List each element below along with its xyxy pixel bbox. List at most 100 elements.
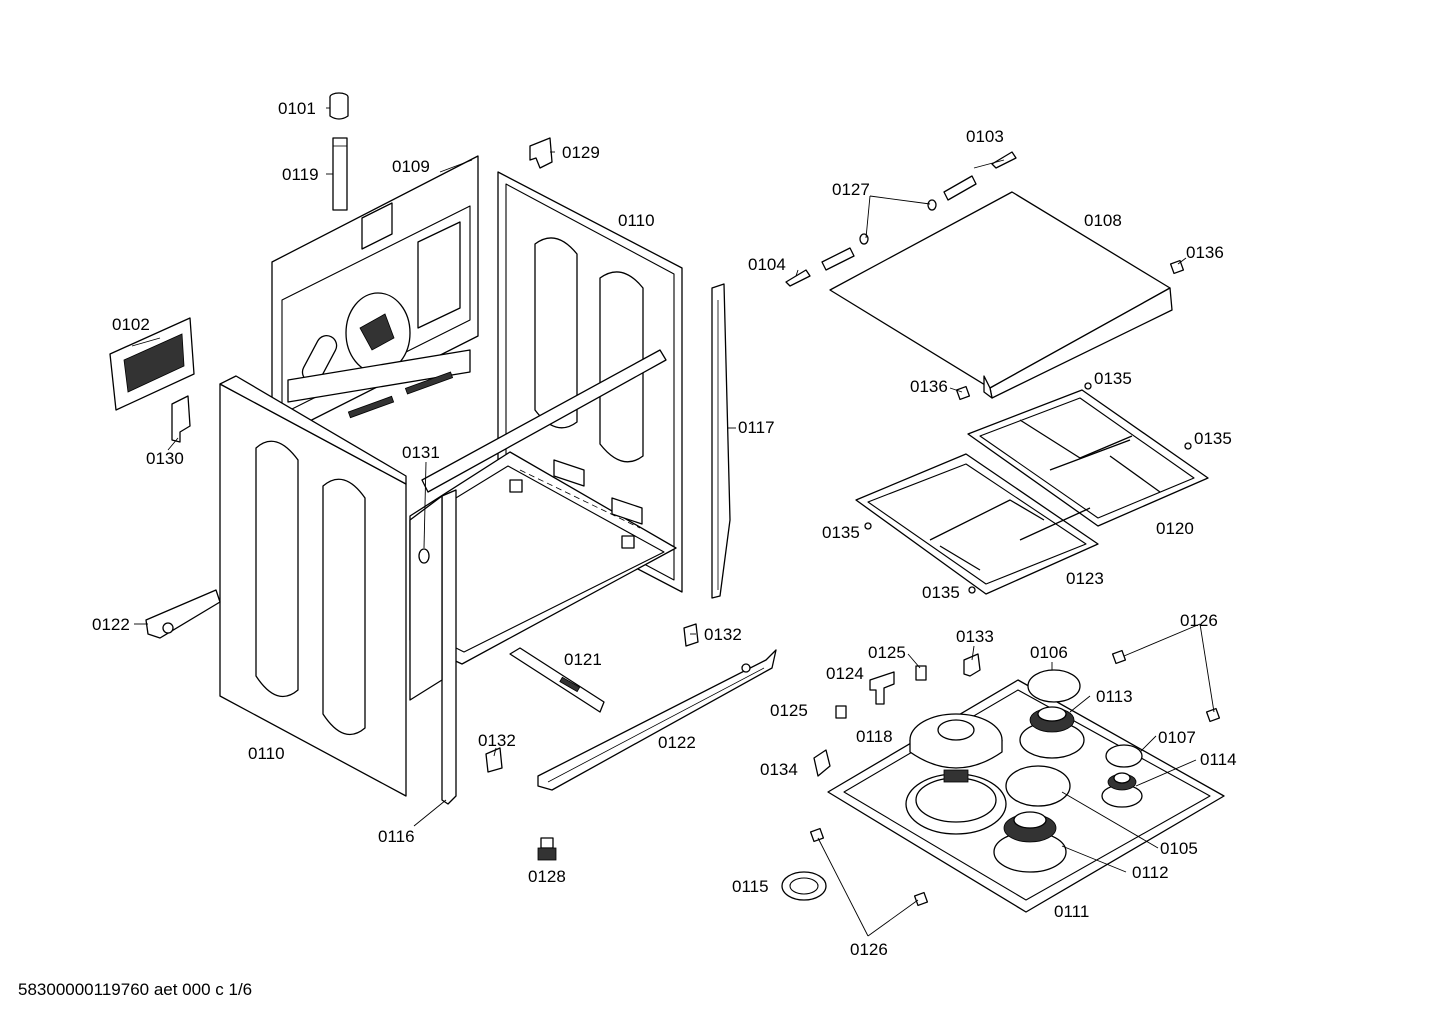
part-label-0114: 0114 <box>1200 750 1237 769</box>
burner-cap-0107 <box>1105 744 1143 768</box>
side-rail <box>711 283 731 599</box>
part-label-0134: 0134 <box>760 760 798 779</box>
part-labels: 0101 0119 0109 0129 0110 0102 0130 0131 … <box>92 99 1237 959</box>
part-label-0128: 0128 <box>528 867 566 886</box>
part-label-0121: 0121 <box>564 650 602 669</box>
hinge-lower <box>821 247 855 271</box>
part-label-0135-d: 0135 <box>922 583 960 602</box>
part-label-0135-b: 0135 <box>1194 429 1232 448</box>
cap-part <box>329 92 349 120</box>
part-label-0103: 0103 <box>966 127 1004 146</box>
pad-0126-b <box>1205 707 1221 723</box>
pan-support-left <box>855 453 1099 595</box>
part-label-0104: 0104 <box>748 255 786 274</box>
part-label-0133: 0133 <box>956 627 994 646</box>
rear-panel <box>271 155 479 441</box>
part-label-0115: 0115 <box>732 877 769 896</box>
part-label-0117: 0117 <box>738 418 775 437</box>
burner-0118 <box>905 713 1007 835</box>
part-label-0105: 0105 <box>1160 839 1198 858</box>
part-0124 <box>869 671 895 705</box>
part-label-0125-a: 0125 <box>868 643 906 662</box>
part-label-0110-top: 0110 <box>618 211 655 230</box>
ring-0115 <box>781 871 827 901</box>
part-label-0107: 0107 <box>1158 728 1196 747</box>
part-label-0125-b: 0125 <box>770 701 808 720</box>
pad-0126-a <box>1111 649 1127 665</box>
part-label-0124: 0124 <box>826 664 864 683</box>
burner-0114 <box>1101 772 1143 808</box>
top-cross-rail <box>421 349 667 493</box>
burner-cap-0105 <box>1005 765 1071 807</box>
part-label-0135-c: 0135 <box>822 523 860 542</box>
part-label-0108: 0108 <box>1084 211 1122 230</box>
clip-0132-left <box>485 747 503 773</box>
part-label-0132-left: 0132 <box>478 731 516 750</box>
part-label-0130: 0130 <box>146 449 184 468</box>
pad-0126-d <box>913 891 929 907</box>
part-label-0122-bottom: 0122 <box>658 733 696 752</box>
cover-lid <box>829 191 1173 399</box>
clip-part <box>171 395 191 443</box>
part-label-0113: 0113 <box>1096 687 1133 706</box>
part-label-0120: 0120 <box>1156 519 1194 538</box>
part-label-0136-top: 0136 <box>1186 243 1224 262</box>
part-label-0132-right: 0132 <box>704 625 742 644</box>
pad-0136-top <box>1169 259 1185 275</box>
part-0134 <box>813 749 831 777</box>
front-strip <box>441 489 457 805</box>
part-label-0102: 0102 <box>112 315 150 334</box>
foot-0135-b <box>1184 442 1192 450</box>
part-0133 <box>963 653 981 677</box>
pad-0136-mid <box>955 385 971 401</box>
rear-panel-vents <box>347 371 454 419</box>
part-label-0119: 0119 <box>282 165 319 184</box>
flue-part <box>332 137 348 211</box>
burner-cap-0106 <box>1027 669 1081 703</box>
part-label-0122-left: 0122 <box>92 615 130 634</box>
part-label-0136-mid: 0136 <box>910 377 948 396</box>
drawing-id: 58300000119760 aet 000 c 1/6 <box>18 980 253 999</box>
part-label-0109: 0109 <box>392 157 430 176</box>
burner-0112 <box>993 811 1067 873</box>
screw-0104 <box>785 269 811 287</box>
part-label-0111: 0111 <box>1054 902 1089 921</box>
hinge-upper <box>943 175 977 201</box>
part-label-0110-bottom: 0110 <box>248 744 285 763</box>
leader-lines <box>131 107 1215 937</box>
pan-support-right <box>967 389 1209 527</box>
part-label-0126-top: 0126 <box>1180 611 1218 630</box>
hinge-pin-upper <box>927 199 937 211</box>
part-label-0127: 0127 <box>832 180 870 199</box>
rail-bottom <box>537 649 777 791</box>
part-label-0123: 0123 <box>1066 569 1104 588</box>
foot-0135-c <box>864 522 872 530</box>
pad-0126-c <box>809 827 825 843</box>
bracket-part <box>529 137 553 169</box>
hinge-pin-lower <box>859 233 869 245</box>
foot-part <box>537 837 557 861</box>
part-label-0129: 0129 <box>562 143 600 162</box>
part-0125-b <box>835 705 847 719</box>
part-label-0126-bottom: 0126 <box>850 940 888 959</box>
frame-inner <box>409 495 443 701</box>
part-label-0116: 0116 <box>378 827 415 846</box>
burner-0113 <box>1019 706 1085 759</box>
rail-0121 <box>509 647 605 713</box>
foot-0135-a <box>1084 382 1092 390</box>
part-0125-a <box>915 665 927 681</box>
clip-0132-right <box>683 623 699 647</box>
part-label-0112: 0112 <box>1132 863 1169 882</box>
part-label-0135-a: 0135 <box>1094 369 1132 388</box>
side-panel-left <box>219 375 407 797</box>
part-label-0118: 0118 <box>856 727 893 746</box>
part-label-0106: 0106 <box>1030 643 1068 662</box>
part-label-0131: 0131 <box>402 443 440 462</box>
rail-left <box>145 589 221 639</box>
small-part-0131 <box>418 548 430 564</box>
part-label-0101: 0101 <box>278 99 316 118</box>
foot-0135-d <box>968 586 976 594</box>
vent-grille <box>109 317 195 411</box>
